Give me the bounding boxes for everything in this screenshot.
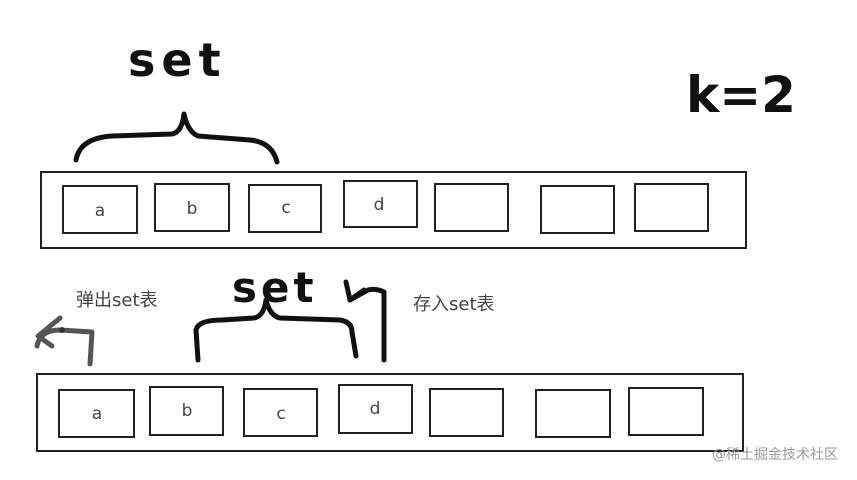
row1-cell-3 (248, 184, 322, 233)
row2-cell-7 (628, 387, 704, 436)
second-set-label: set (232, 263, 318, 312)
row1-cell-2 (154, 183, 230, 232)
push-arrow (347, 286, 387, 363)
row1-cell-1 (62, 185, 138, 234)
push-arrow-head (343, 279, 367, 303)
pop-arrow-dot (59, 327, 65, 333)
row1-cell-3-label: c (281, 198, 290, 218)
row2-cell-4 (338, 384, 413, 434)
row1-cell-2-label: b (187, 199, 198, 219)
row2-cell-1-label: a (92, 404, 102, 424)
top-brace (73, 111, 280, 165)
top-set-label: set (128, 33, 227, 87)
push-note: 存入set表 (413, 294, 495, 315)
second-brace (193, 297, 359, 363)
row1-cell-1-label: a (95, 201, 105, 221)
array-row-1 (40, 171, 747, 249)
row2-cell-6 (535, 389, 611, 438)
row2-cell-3 (243, 388, 318, 437)
row2-cell-2 (149, 386, 224, 436)
row1-cell-5 (434, 183, 509, 232)
pop-arrow-head (35, 315, 63, 349)
row1-cell-4-label: d (374, 195, 385, 215)
pop-note: 弹出set表 (76, 290, 158, 311)
row-2-cells: a b c d (58, 384, 704, 438)
pop-arrow (34, 327, 95, 367)
row1-cell-4 (343, 180, 418, 228)
watermark-text: @稀土掘金技术社区 (712, 447, 838, 463)
row2-cell-5 (429, 388, 504, 437)
k-label: k=2 (686, 66, 796, 124)
row1-cell-7 (634, 183, 709, 232)
row2-cell-4-label: d (370, 399, 381, 419)
row-1-cells: a b c d (62, 180, 709, 234)
row2-cell-1 (58, 389, 135, 438)
row1-cell-6 (540, 185, 615, 234)
row2-cell-2-label: b (182, 401, 193, 421)
array-row-2 (36, 373, 744, 452)
row2-cell-3-label: c (276, 404, 285, 424)
